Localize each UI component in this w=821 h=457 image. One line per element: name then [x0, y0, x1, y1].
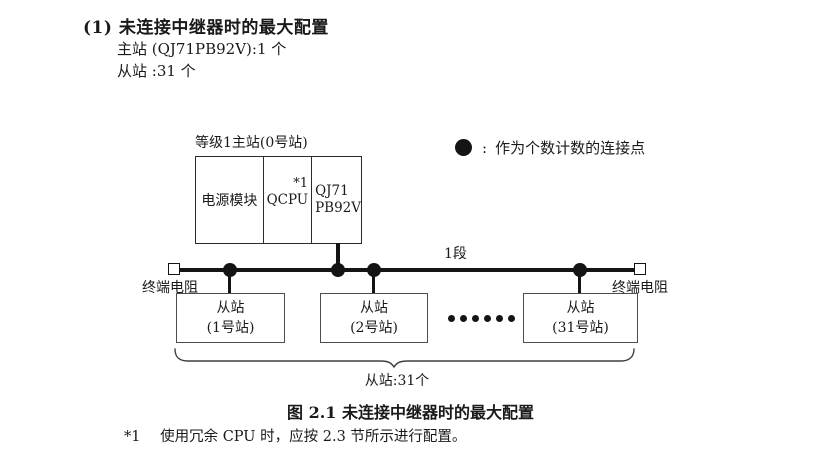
terminator-square-right — [634, 263, 646, 275]
slave-name: 从站 — [360, 299, 388, 316]
legend-text: 作为个数计数的连接点 — [495, 139, 646, 157]
bus-line — [180, 268, 635, 272]
legend: : 作为个数计数的连接点 — [455, 137, 645, 158]
power-module-cell: 电源模块 — [196, 157, 264, 243]
slave-box-2: 从站 (2号站) — [320, 293, 428, 343]
terminator-square-left — [168, 263, 180, 275]
slave-station-number: (31号站) — [552, 320, 609, 336]
slave-station-number: (2号站) — [350, 320, 398, 336]
footnote-ref: *1 — [124, 429, 141, 445]
terminator-label-left: 终端电阻 — [142, 280, 198, 296]
master-count-line: 主站 (QJ71PB92V):1 个 — [117, 40, 287, 58]
slave-station-number: (1号站) — [206, 320, 255, 336]
master-drop-line — [336, 243, 340, 270]
slave-drop-line — [228, 271, 231, 295]
pb-module-line2: PB92V — [315, 200, 361, 216]
slave-name: 从站 — [566, 299, 595, 316]
master-station-box: 电源模块 *1 QCPU QJ71 PB92V — [195, 156, 362, 244]
cpu-footnote-ref: *1 — [293, 176, 309, 191]
pb-module-cell: QJ71 PB92V — [312, 157, 361, 243]
slave-box-31: 从站 (31号站) — [523, 293, 638, 343]
slave-count-line: 从站 :31 个 — [117, 62, 196, 80]
page-title: (1) 未连接中继器时的最大配置 — [83, 18, 329, 38]
cpu-label: QCPU — [266, 192, 309, 208]
ellipsis-dot — [484, 315, 491, 322]
ellipsis-dot — [472, 315, 479, 322]
connection-dot — [223, 263, 237, 277]
ellipsis-dot — [496, 315, 503, 322]
ellipsis-dot — [508, 315, 515, 322]
ellipsis-dot — [460, 315, 467, 322]
cpu-cell: *1 QCPU — [264, 157, 313, 243]
footnote-text: 使用冗余 CPU 时，应按 2.3 节所示进行配置。 — [160, 429, 467, 445]
segment-label: 1段 — [444, 246, 467, 262]
figure-caption: 图 2.1 未连接中继器时的最大配置 — [287, 403, 534, 422]
slave-name: 从站 — [216, 299, 245, 316]
slave-drop-line — [578, 271, 581, 295]
slave-ellipsis — [448, 315, 515, 322]
ellipsis-dot — [448, 315, 455, 322]
terminator-label-right: 终端电阻 — [612, 280, 668, 296]
connection-dot — [331, 263, 345, 277]
power-module-label: 电源模块 — [201, 193, 258, 209]
slaves-brace — [174, 348, 635, 369]
slaves-count-label: 从站:31个 — [364, 373, 430, 389]
connection-point-icon — [455, 139, 472, 156]
footnote: *1 使用冗余 CPU 时，应按 2.3 节所示进行配置。 — [124, 425, 466, 446]
slave-drop-line — [372, 271, 375, 295]
connection-dot — [367, 263, 381, 277]
connection-dot — [573, 263, 587, 277]
slave-box-1: 从站 (1号站) — [176, 293, 285, 343]
master-station-label: 等级1主站(0号站) — [195, 135, 308, 151]
pb-module-line1: QJ71 — [315, 183, 349, 200]
legend-colon: : — [482, 138, 488, 157]
